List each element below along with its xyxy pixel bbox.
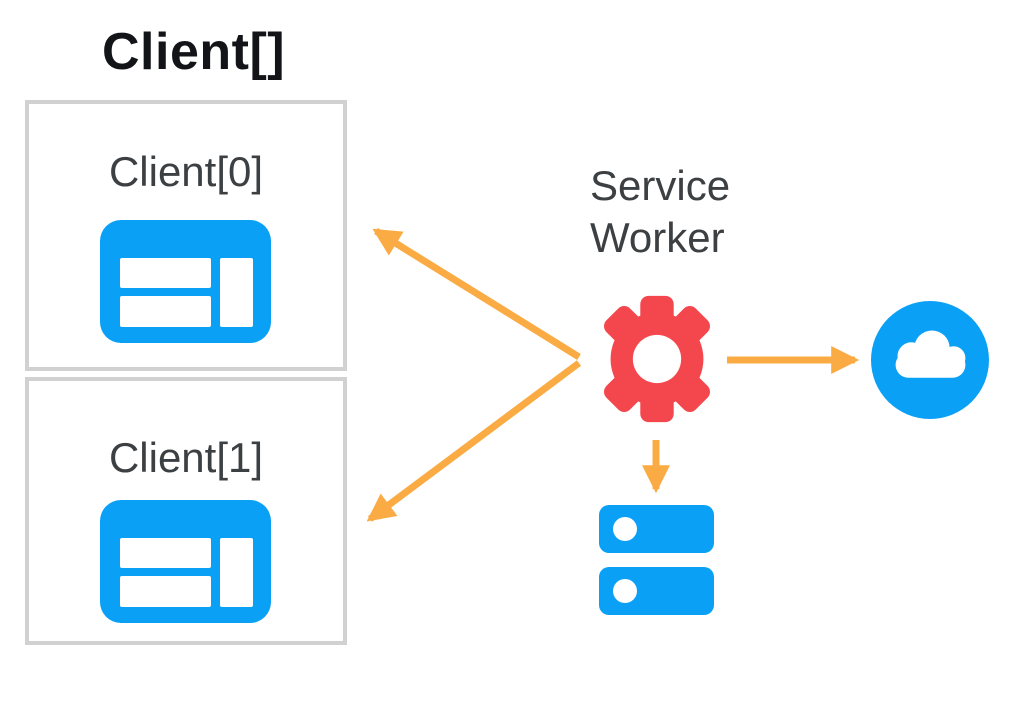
service-worker-label-line2: Worker: [590, 214, 725, 262]
browser-window-icon: [100, 220, 271, 343]
arrow-sw-to-client0: [372, 228, 581, 360]
storage-stack-icon: [599, 505, 714, 615]
gear-icon: [603, 295, 711, 423]
cloud-icon: [871, 301, 989, 419]
clients-group-title: Client[]: [102, 23, 286, 81]
client-1-label: Client[1]: [108, 434, 264, 481]
service-worker-label: Service Worker: [590, 160, 730, 264]
client-0-label: Client[0]: [108, 148, 264, 195]
arrow-sw-to-client1: [366, 360, 582, 522]
service-worker-label-line1: Service: [590, 162, 731, 209]
browser-window-icon: [100, 500, 271, 623]
